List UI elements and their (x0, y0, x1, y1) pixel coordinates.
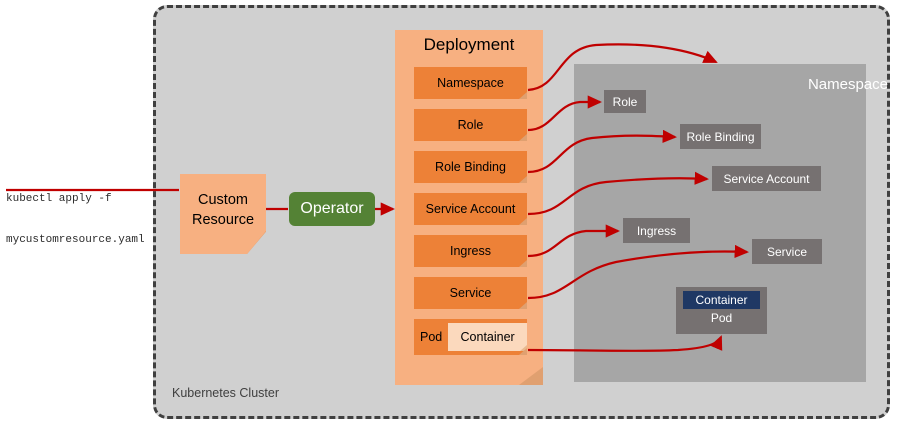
deployment-item-pod: Pod Container (414, 319, 527, 355)
deployment-item-label: Role (457, 118, 484, 132)
deployment-item-list: Namespace Role Role Binding Service Acco… (414, 67, 527, 365)
namespace-box-label: Role Binding (686, 129, 755, 144)
namespace-box-label: Role (612, 94, 638, 109)
namespace-pod-container-label: Container (695, 293, 748, 307)
deployment-item-label: Ingress (450, 244, 491, 258)
deployment-item-label: Service (449, 286, 492, 300)
custom-resource-line-2: Resource (191, 212, 255, 228)
deployment-title: Deployment (423, 35, 515, 54)
kubernetes-cluster-label: Kubernetes Cluster (172, 386, 280, 400)
namespace-box-label: Service Account (723, 171, 810, 186)
fold-corner-icon (519, 176, 527, 183)
deployment-pod-label: Pod (420, 330, 443, 344)
deployment-item-service: Service (414, 277, 527, 309)
custom-resource-line-1: Custom (198, 192, 248, 208)
deployment-pod-container: Container (448, 323, 527, 351)
deployment-item-label: Service Account (425, 202, 516, 216)
deployment-pod-container-label: Container (460, 330, 515, 344)
custom-resource-node: Custom Resource (180, 174, 266, 254)
deployment-item-label: Role Binding (435, 160, 506, 174)
fold-corner-icon (520, 345, 527, 351)
custom-resource-text: Custom Resource (192, 190, 254, 238)
namespace-box-service-account: Service Account (712, 166, 821, 191)
namespace-pod-label: Pod (710, 311, 733, 325)
fold-corner-icon (519, 134, 527, 141)
deployment-item-role-binding: Role Binding (414, 151, 527, 183)
fold-corner-icon (519, 302, 527, 309)
deployment-item-namespace: Namespace (414, 67, 527, 99)
deployment-fold-icon (519, 367, 543, 385)
deployment-item-ingress: Ingress (414, 235, 527, 267)
namespace-title: Namespace (807, 76, 888, 93)
kubectl-command-line-1: kubectl apply -f (6, 193, 112, 205)
namespace-box-service: Service (752, 239, 822, 264)
namespace-box-ingress: Ingress (623, 218, 690, 243)
kubectl-command: kubectl apply -f mycustomresource.yaml (6, 166, 156, 274)
fold-corner-icon (519, 92, 527, 99)
namespace-box-label: Ingress (636, 223, 677, 238)
kubectl-command-line-2: mycustomresource.yaml (6, 233, 145, 246)
deployment-item-role: Role (414, 109, 527, 141)
deployment-item-service-account: Service Account (414, 193, 527, 225)
deployment-item-label: Namespace (437, 76, 504, 90)
fold-corner-icon (519, 260, 527, 267)
operator-node: Operator (289, 192, 375, 226)
deployment-panel: Deployment Namespace Role Role Binding S… (395, 30, 543, 385)
fold-corner-icon (519, 348, 527, 355)
operator-label: Operator (300, 200, 364, 217)
namespace-box-role-binding: Role Binding (680, 124, 761, 149)
namespace-pod-container: Container (683, 291, 760, 309)
namespace-box-role: Role (604, 90, 646, 113)
fold-corner-icon (519, 218, 527, 225)
namespace-pod-box: Container Pod (676, 287, 767, 334)
namespace-box-label: Service (766, 244, 807, 259)
